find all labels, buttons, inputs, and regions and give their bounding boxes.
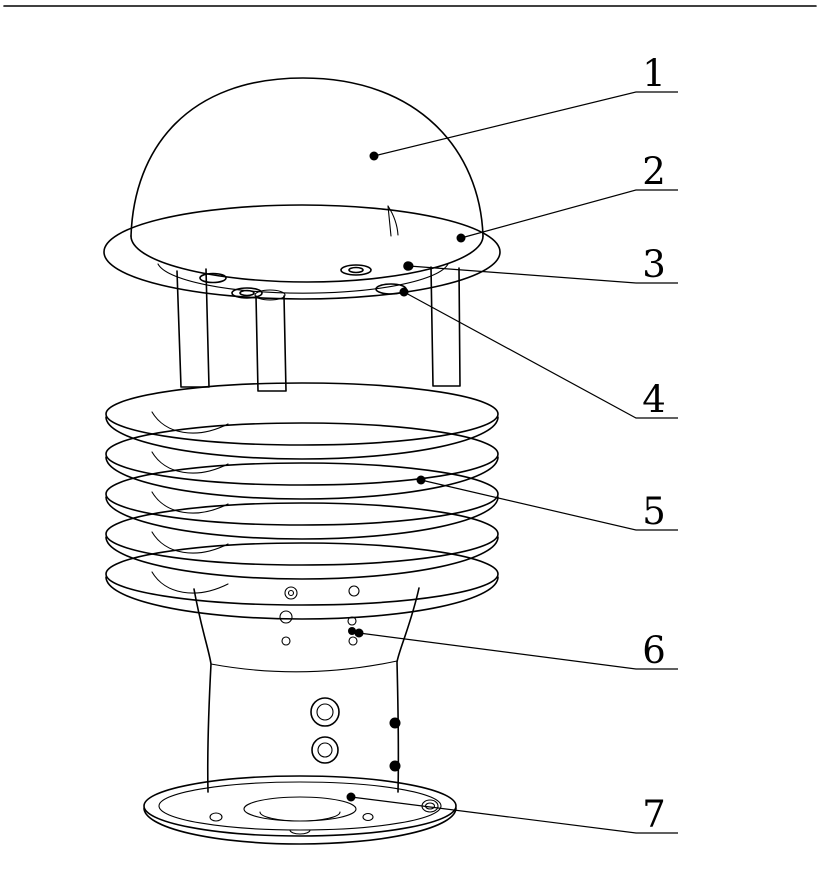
louver-slot xyxy=(151,531,229,554)
callout-6: 6 xyxy=(354,628,678,672)
plate-port-4-inner xyxy=(239,289,255,297)
cable-gland-inner xyxy=(317,742,333,758)
dome-seam xyxy=(387,205,392,237)
louver-slot xyxy=(151,411,229,434)
post-middle xyxy=(255,295,287,392)
louver-skirt xyxy=(105,536,499,580)
louver-skirt xyxy=(105,456,499,500)
post-middle-top xyxy=(254,289,286,301)
indicator-dot xyxy=(348,627,356,635)
louver-skirt xyxy=(105,576,499,620)
leader-line-3 xyxy=(408,265,678,284)
screw-hole xyxy=(347,616,357,626)
louver-plate xyxy=(105,422,499,486)
collar-underside-edge xyxy=(157,263,449,294)
callout-label-7: 7 xyxy=(642,793,666,836)
louver-plate xyxy=(105,382,499,446)
leader-dot-2 xyxy=(456,233,466,243)
screw-hole xyxy=(281,636,291,646)
cable-gland xyxy=(311,736,339,764)
flange-bolt-hole xyxy=(209,812,223,822)
side-knob xyxy=(389,717,401,729)
plate-port xyxy=(340,264,372,276)
flange-inner-edge xyxy=(158,781,442,831)
callout-label-6: 6 xyxy=(642,629,666,672)
plate-port-3 xyxy=(199,272,227,284)
louver-plate xyxy=(105,502,499,566)
callout-layer: 1 2 3 4 5 6 7 xyxy=(346,52,678,836)
leader-dot-3 xyxy=(404,261,414,271)
base-flange xyxy=(143,775,457,845)
leader-line-6 xyxy=(358,632,678,670)
plate-port-inner xyxy=(348,266,364,274)
cable-gland-inner xyxy=(316,703,334,721)
flange-outer-edge xyxy=(143,775,457,837)
vent-hole xyxy=(348,585,360,597)
collar-outer-edge xyxy=(103,204,501,300)
body-left-outline xyxy=(193,588,212,793)
leader-dot-6 xyxy=(354,628,364,638)
device-drawing xyxy=(3,5,817,845)
plate-port-4 xyxy=(231,287,263,299)
leader-line-5 xyxy=(420,479,678,531)
support-posts xyxy=(176,266,461,392)
flange-front-notch xyxy=(289,829,311,835)
callout-label-4: 4 xyxy=(642,378,666,421)
callout-label-3: 3 xyxy=(642,243,666,286)
side-knob xyxy=(389,760,401,772)
collar-ring xyxy=(103,204,501,300)
leader-dot-1 xyxy=(369,151,379,161)
body-seam xyxy=(210,660,398,673)
dome-seam-edge xyxy=(387,205,399,236)
leader-dot-4 xyxy=(399,287,409,297)
louver-skirt xyxy=(105,496,499,540)
flange-bolt-hole xyxy=(362,812,374,822)
callout-label-1: 1 xyxy=(642,52,666,95)
dome-base-edge xyxy=(130,235,484,283)
leader-line-4 xyxy=(403,291,678,419)
vent-hole-inner xyxy=(287,589,295,597)
dome-outline xyxy=(130,77,484,237)
dome-assembly xyxy=(130,77,484,237)
louver-plate xyxy=(105,542,499,606)
callout-label-2: 2 xyxy=(642,150,666,193)
leader-dot-5 xyxy=(416,475,426,485)
leader-dot-7 xyxy=(346,792,356,802)
louver-slot xyxy=(151,491,229,514)
flange-thickness-edge xyxy=(143,807,457,845)
leader-line-7 xyxy=(350,796,678,834)
leader-line-1 xyxy=(373,91,678,157)
callout-3: 3 xyxy=(404,243,678,286)
callout-7: 7 xyxy=(346,792,678,836)
louver-skirt xyxy=(105,416,499,460)
louver-slot xyxy=(151,571,229,594)
callout-5: 5 xyxy=(416,475,678,533)
post-right xyxy=(430,266,461,387)
callout-2: 2 xyxy=(456,150,678,243)
flange-center-arc xyxy=(259,811,341,822)
flange-center-ring xyxy=(243,796,357,822)
louver-stack xyxy=(105,382,499,620)
post-left xyxy=(176,268,210,388)
vent-hole xyxy=(279,610,293,624)
louver-plate xyxy=(105,462,499,526)
vent-hole xyxy=(284,586,298,600)
body-right-outline xyxy=(396,587,420,793)
screw-hole xyxy=(348,636,358,646)
callout-4: 4 xyxy=(399,287,678,421)
louver-slot xyxy=(151,451,229,474)
body xyxy=(193,585,420,793)
cable-gland xyxy=(310,697,340,727)
callout-label-5: 5 xyxy=(642,490,666,533)
leader-line-2 xyxy=(460,189,678,239)
callout-1: 1 xyxy=(369,52,678,161)
